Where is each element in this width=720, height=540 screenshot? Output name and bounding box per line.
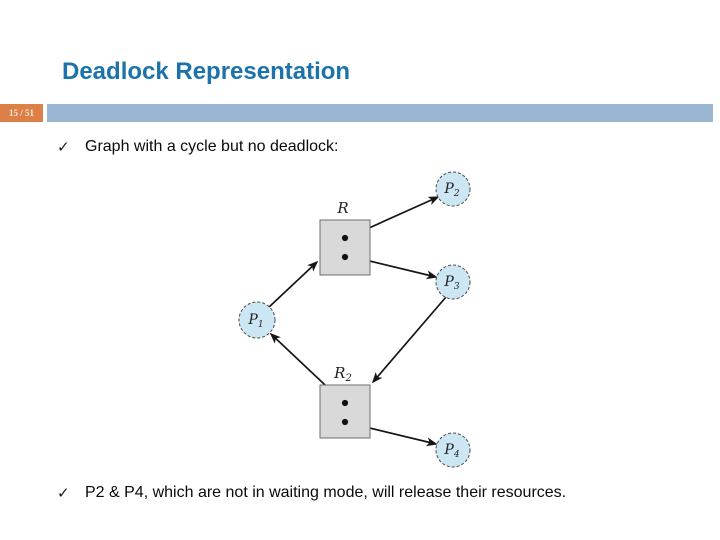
resource-box-R2 — [319, 384, 371, 439]
resource-label-R2: R2 — [333, 364, 352, 384]
process-label-P3: P3 — [443, 274, 459, 292]
resource-instance-dot — [341, 253, 349, 261]
checkmark-icon: ✓ — [57, 485, 70, 502]
bullet-release-resources-text: P2 & P4, which are not in waiting mode, … — [85, 484, 567, 501]
process-label-P2: P2 — [443, 181, 459, 199]
edge-P3-to-R2 — [371, 296, 447, 384]
bullet-release-resources: ✓ P2 & P4, which are not in waiting mode… — [57, 484, 717, 502]
resource-label-R1: R — [336, 199, 348, 217]
process-label-P1: P1 — [247, 312, 263, 330]
process-circle-P1 — [238, 301, 276, 339]
bullet-graph-cycle: ✓ Graph with a cycle but no deadlock: — [57, 138, 697, 156]
page-number-badge: 15 / 51 — [0, 104, 43, 122]
process-circle-P3 — [435, 264, 471, 300]
process-circle-P2 — [435, 171, 471, 207]
title-underline-bar — [47, 104, 713, 122]
page-title: Deadlock Representation — [62, 58, 351, 85]
resource-instance-dot — [341, 399, 349, 407]
resource-instance-dot — [341, 418, 349, 426]
resource-instance-dot — [341, 234, 349, 242]
resource-box-R1 — [319, 219, 371, 276]
edge-P1-to-R1 — [267, 260, 319, 309]
bullet-graph-cycle-text: Graph with a cycle but no deadlock: — [85, 138, 339, 155]
checkmark-icon: ✓ — [57, 139, 70, 156]
process-label-P4: P4 — [443, 442, 459, 460]
process-circle-P4 — [435, 432, 471, 468]
